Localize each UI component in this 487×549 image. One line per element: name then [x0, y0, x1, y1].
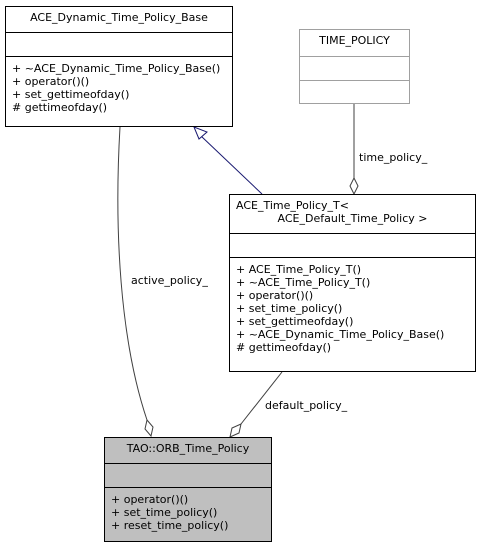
- operation-item: + ~ACE_Time_Policy_T(): [236, 276, 371, 289]
- class-box-tao-orb-time-policy[interactable]: TAO::ORB_Time_Policy + operator()() + se…: [104, 437, 272, 542]
- class-title-line: ACE_Default_Time_Policy >: [277, 212, 428, 225]
- class-title: ACE_Time_Policy_T< ACE_Default_Time_Poli…: [230, 195, 475, 234]
- class-attributes: [300, 57, 409, 81]
- class-title: TAO::ORB_Time_Policy: [105, 438, 271, 464]
- class-title-line: TIME_POLICY: [319, 34, 390, 47]
- time-policy-diamond: [349, 176, 359, 196]
- operation-item: + operator()(): [12, 75, 90, 88]
- operation-item: + operator()(): [111, 493, 189, 506]
- class-box-ace-dynamic-time-policy-base[interactable]: ACE_Dynamic_Time_Policy_Base + ~ACE_Dyna…: [5, 6, 233, 127]
- active-policy-edge: [117, 126, 148, 421]
- operation-item: + ACE_Time_Policy_T(): [236, 263, 362, 276]
- operation-item: # gettimeofday(): [236, 341, 332, 354]
- class-attributes: [230, 234, 475, 258]
- class-title-line: ACE_Dynamic_Time_Policy_Base: [30, 11, 208, 24]
- operation-item: + ~ACE_Dynamic_Time_Policy_Base(): [12, 62, 221, 75]
- operation-item: + set_gettimeofday(): [236, 315, 354, 328]
- operation-item: # gettimeofday(): [12, 101, 108, 114]
- edge-label-time-policy: time_policy_: [359, 151, 428, 164]
- class-box-time-policy[interactable]: TIME_POLICY: [299, 29, 410, 104]
- inheritance-arrowhead: [193, 126, 208, 140]
- class-title-line: ACE_Time_Policy_T<: [236, 199, 349, 212]
- operation-item: + set_time_policy(): [236, 302, 343, 315]
- class-box-ace-time-policy-t[interactable]: ACE_Time_Policy_T< ACE_Default_Time_Poli…: [229, 194, 476, 372]
- operation-item: + reset_time_policy(): [111, 519, 229, 532]
- edge-label-default-policy: default_policy_: [265, 399, 348, 412]
- class-title-line: TAO::ORB_Time_Policy: [126, 442, 250, 455]
- class-operations: [300, 81, 409, 103]
- class-operations: + operator()() + set_time_policy() + res…: [105, 488, 271, 535]
- class-operations: + ~ACE_Dynamic_Time_Policy_Base() + oper…: [6, 57, 232, 117]
- inheritance-edge: [200, 135, 263, 195]
- default-policy-diamond: [229, 423, 242, 438]
- operation-item: + ~ACE_Dynamic_Time_Policy_Base(): [236, 328, 445, 341]
- edge-label-active-policy: active_policy_: [131, 274, 208, 287]
- operation-item: + set_gettimeofday(): [12, 88, 130, 101]
- class-attributes: [6, 33, 232, 57]
- class-attributes: [105, 464, 271, 488]
- default-policy-edge: [240, 371, 283, 425]
- class-title: ACE_Dynamic_Time_Policy_Base: [6, 7, 232, 33]
- class-title: TIME_POLICY: [300, 30, 409, 57]
- operation-item: + set_time_policy(): [111, 506, 218, 519]
- class-operations: + ACE_Time_Policy_T() + ~ACE_Time_Policy…: [230, 258, 475, 357]
- active-policy-diamond: [144, 418, 154, 438]
- operation-item: + operator()(): [236, 289, 314, 302]
